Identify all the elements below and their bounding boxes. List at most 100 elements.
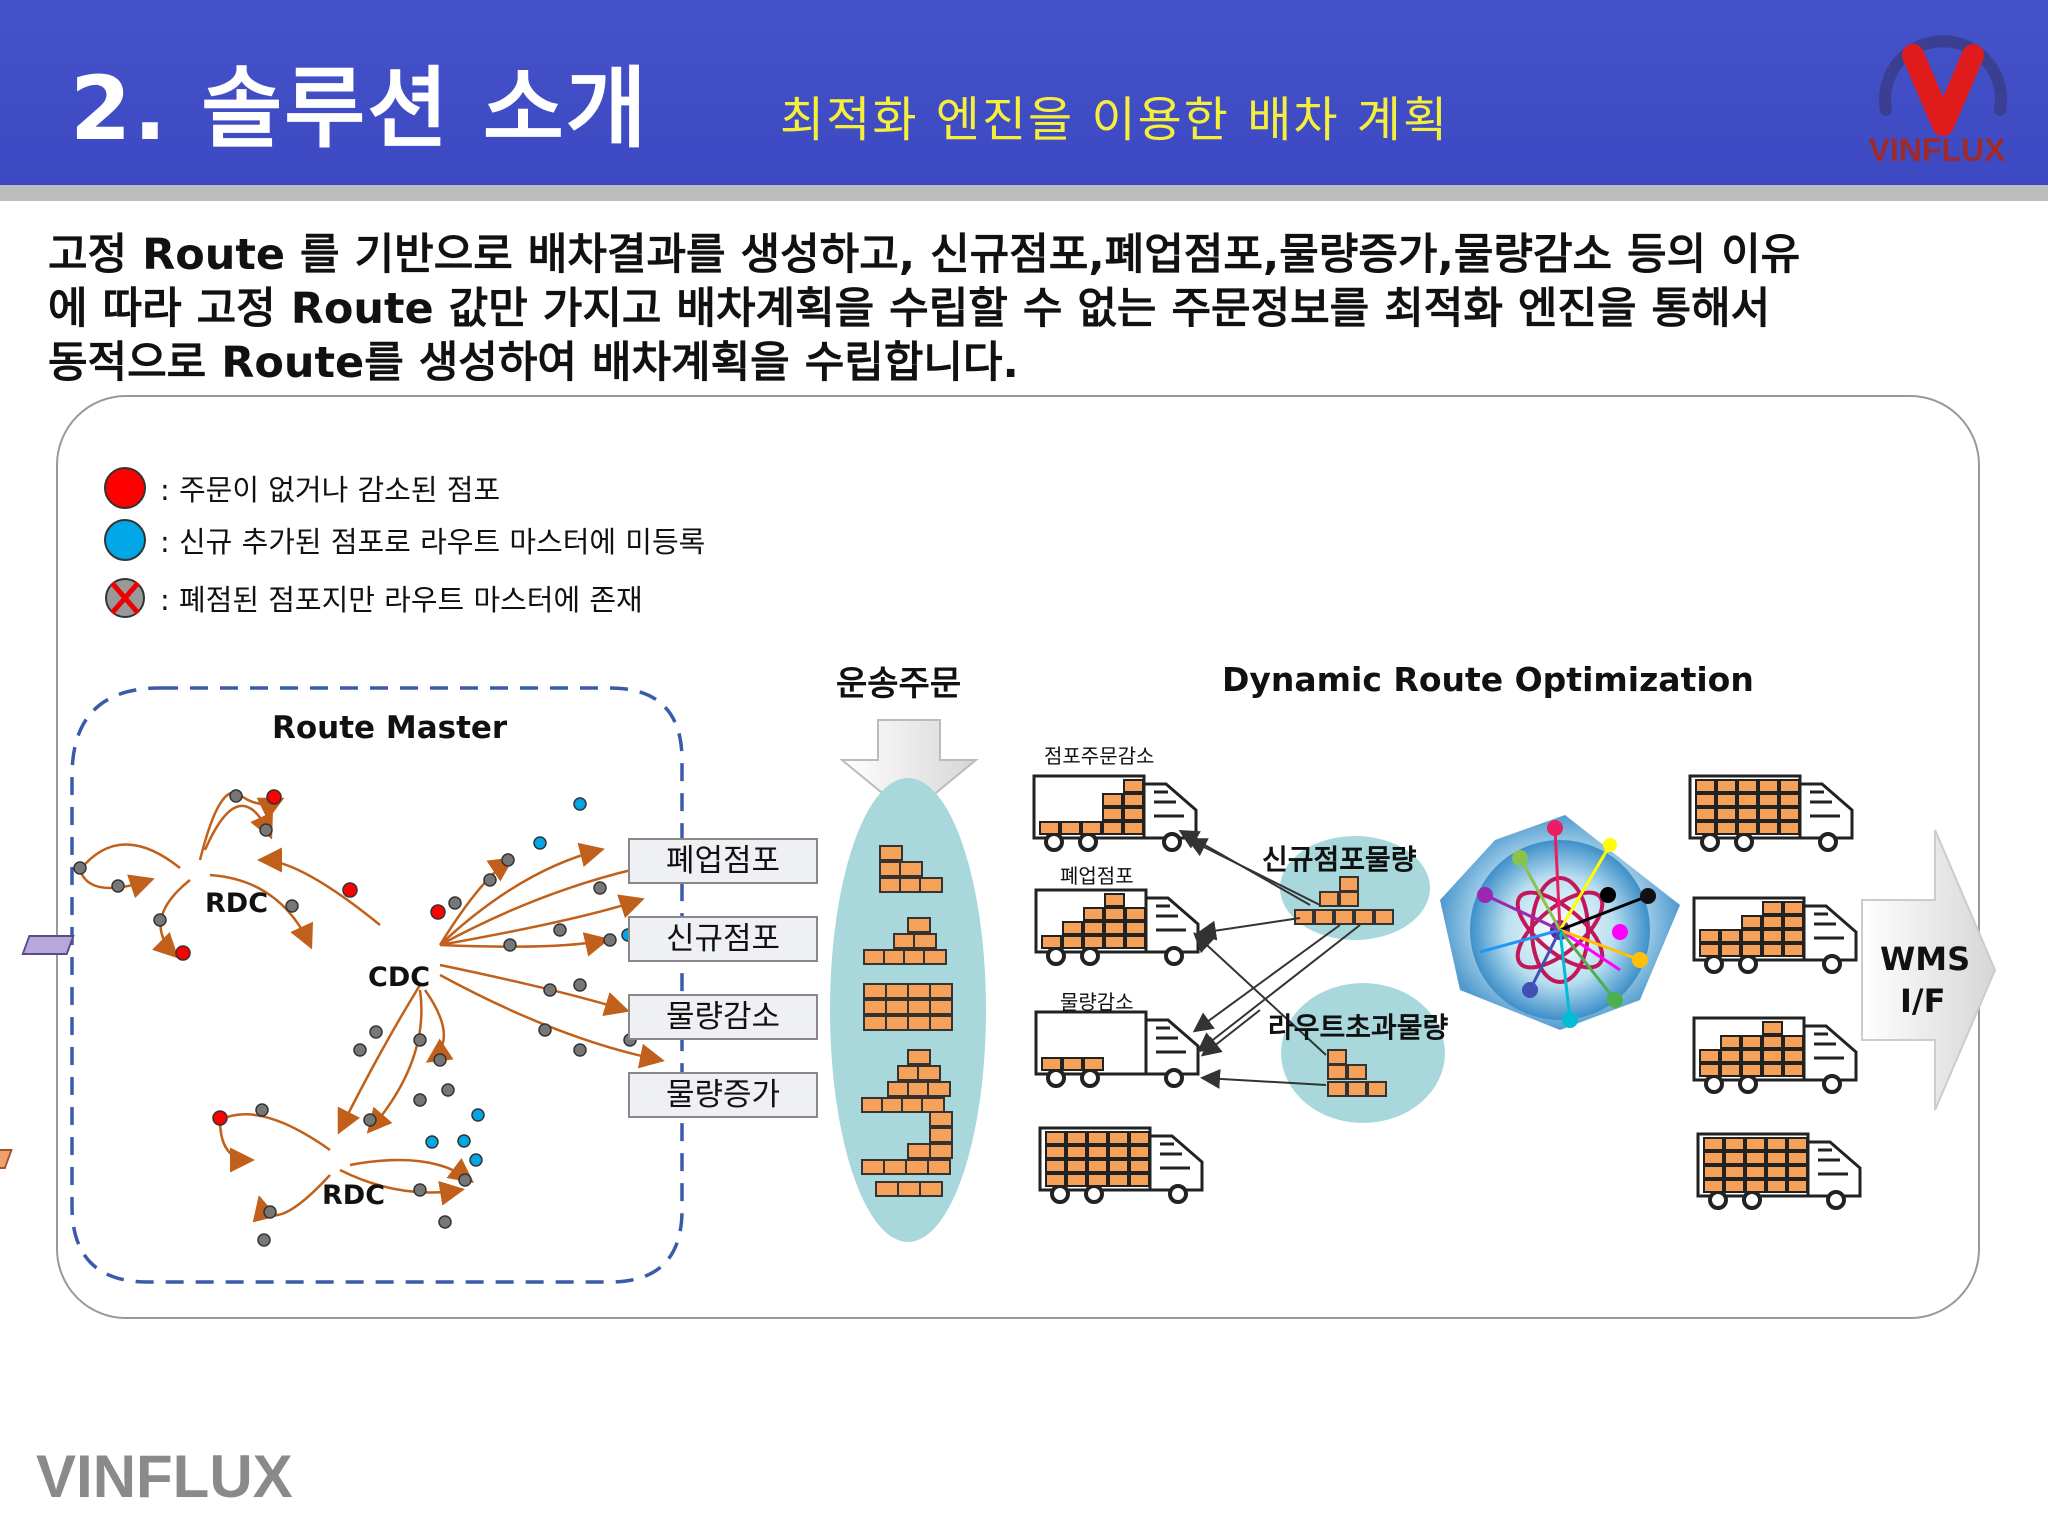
cargo-box (1081, 821, 1102, 835)
cargo-box (1783, 943, 1804, 957)
cargo-box (929, 983, 953, 999)
cargo-box (1104, 921, 1125, 935)
wms-if-label: I/F (1900, 982, 1946, 1020)
assignment-arrows (1178, 830, 1361, 1089)
cargo-box (863, 999, 887, 1015)
cargo-box (1783, 929, 1804, 943)
cargo-box (1045, 1173, 1066, 1187)
truck-icon (1692, 896, 1858, 974)
cargo-box (907, 983, 931, 999)
cargo-box (913, 933, 937, 949)
cargo-box (1045, 1145, 1066, 1159)
cargo-box (1783, 901, 1804, 915)
cargo-box (929, 1127, 953, 1143)
cargo-box (1787, 1179, 1808, 1193)
cargo-box (879, 861, 903, 877)
cargo-box (1737, 807, 1758, 821)
cargo-box (1125, 907, 1146, 921)
cargo-box (1104, 893, 1125, 907)
cargo-box (1762, 1021, 1783, 1035)
wms-arrow (1861, 829, 1997, 1111)
cargo-box (1087, 1159, 1108, 1173)
cargo-box (1083, 907, 1104, 921)
truck-icon (1692, 1016, 1858, 1094)
truck-icon (1034, 1010, 1200, 1088)
cargo-box (1720, 1063, 1741, 1077)
optimization-engine-icon (1440, 815, 1680, 1030)
cargo-box (1741, 1063, 1762, 1077)
intro-line-3: 동적으로 Route를 생성하여 배차계획을 수립합니다. (48, 338, 1019, 388)
truck-icon (1696, 1132, 1862, 1210)
cargo-box (861, 1159, 885, 1175)
cargo-box (1716, 807, 1737, 821)
cargo-box (1699, 1063, 1720, 1077)
blue-dot-icon (104, 519, 146, 561)
footer-logo-text: VINFLUX (36, 1443, 293, 1510)
cargo-box (1066, 1145, 1087, 1159)
cargo-box (1737, 779, 1758, 793)
store-dots (73, 789, 637, 1247)
cargo-box (1745, 1137, 1766, 1151)
cargo-box (901, 1097, 925, 1113)
crossed-dot-icon (105, 578, 145, 618)
cargo-box (875, 1181, 899, 1197)
cargo-box (921, 1097, 945, 1113)
cargo-box (1762, 1035, 1783, 1049)
truck1-label: 점포주문감소 (1044, 744, 1155, 768)
cargo-box (1745, 1165, 1766, 1179)
cargo-box (1695, 793, 1716, 807)
cargo-box (1045, 1159, 1066, 1173)
over-route-volume-label: 라우트초과물량 (1268, 1011, 1449, 1044)
intro-line-1: 고정 Route 를 기반으로 배차결과를 생성하고, 신규점포,폐업점포,물량… (48, 230, 1801, 280)
order-down-arrow (839, 719, 979, 817)
cargo-box (897, 1065, 921, 1081)
cargo-box (1783, 1049, 1804, 1063)
cargo-box (1066, 1131, 1087, 1145)
cargo-box (1060, 821, 1081, 835)
cargo-box (1062, 935, 1083, 949)
cargo-box (1123, 793, 1144, 807)
cargo-box (1758, 779, 1779, 793)
cargo-box (1762, 901, 1783, 915)
cargo-box (1724, 1137, 1745, 1151)
label-volume-decrease: 물량감소 (628, 994, 818, 1040)
cargo-box (1125, 921, 1146, 935)
legend-label: : 신규 추가된 점포로 라우트 마스터에 미등록 (160, 525, 706, 559)
intro-line-2: 에 따라 고정 Route 값만 가지고 배차계획을 수립할 수 없는 주문정보… (48, 284, 1771, 334)
cargo-box (929, 1015, 953, 1031)
cargo-box (927, 1081, 951, 1097)
cargo-box (907, 999, 931, 1015)
cargo-box (1703, 1179, 1724, 1193)
cargo-box (1062, 921, 1083, 935)
cargo-box (1703, 1165, 1724, 1179)
cargo-box (929, 1143, 953, 1159)
legend-item-closed: : 폐점된 점포지만 라우트 마스터에 존재 (104, 576, 643, 620)
header-bar (0, 0, 2048, 185)
cargo-box (1083, 921, 1104, 935)
cargo-box (1108, 1131, 1129, 1145)
cargo-box (1720, 1049, 1741, 1063)
cargo-box (1129, 1159, 1150, 1173)
cargo-box (1783, 915, 1804, 929)
cargo-box (1779, 821, 1800, 835)
cargo-box (1695, 821, 1716, 835)
cargo-box (1737, 821, 1758, 835)
cargo-box (1758, 807, 1779, 821)
cargo-box (1129, 1145, 1150, 1159)
cargo-box (907, 1081, 931, 1097)
cargo-box (1762, 929, 1783, 943)
cargo-box (907, 1015, 931, 1031)
cargo-box (887, 1081, 911, 1097)
cargo-box (919, 877, 943, 893)
rdc-bottom-label: RDC (322, 1180, 386, 1211)
cargo-box (1062, 1057, 1083, 1071)
legend-item-blue: : 신규 추가된 점포로 라우트 마스터에 미등록 (104, 518, 705, 562)
cargo-box (883, 949, 907, 965)
dro-title: Dynamic Route Optimization (1222, 660, 1754, 699)
cargo-box (1720, 929, 1741, 943)
cargo-box (1123, 807, 1144, 821)
cargo-box (907, 1143, 931, 1159)
cargo-box (1779, 793, 1800, 807)
cargo-box (1716, 793, 1737, 807)
